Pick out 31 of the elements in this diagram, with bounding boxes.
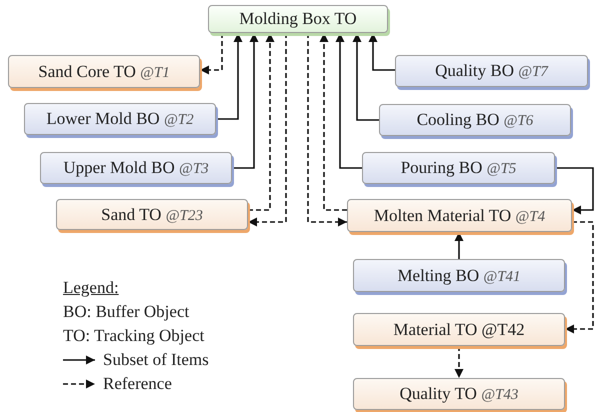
dashed-arrow bbox=[248, 33, 274, 211]
object-box: Molding Box TO bbox=[208, 5, 388, 33]
legend-heading: Legend: bbox=[63, 278, 119, 298]
object-box: Quality BO @T7 bbox=[395, 55, 588, 87]
arrow bbox=[232, 33, 258, 169]
dashed-arrow bbox=[454, 346, 464, 378]
dashed-arrow bbox=[307, 33, 347, 226]
dashed-arrow bbox=[200, 33, 223, 74]
object-box: Molten Material TO @T4 bbox=[347, 199, 572, 232]
dashed-arrow bbox=[565, 221, 594, 334]
legend-label: Reference bbox=[103, 374, 172, 394]
object-box: Melting BO @T41 bbox=[353, 259, 565, 292]
object-box: Material TO @T42 bbox=[353, 313, 565, 346]
dashed-arrow bbox=[248, 33, 287, 226]
object-box: Lower Mold BO @T2 bbox=[24, 103, 216, 135]
abbreviation-note: TO: Tracking Object bbox=[63, 326, 204, 346]
object-box: Pouring BO @T5 bbox=[362, 152, 555, 184]
object-box: Quality TO @T43 bbox=[353, 378, 565, 410]
arrow bbox=[454, 232, 464, 259]
object-box: Cooling BO @T6 bbox=[379, 104, 571, 136]
object-box: Upper Mold BO @T3 bbox=[40, 152, 232, 184]
arrow bbox=[555, 167, 594, 214]
object-box: Sand Core TO @T1 bbox=[8, 55, 200, 88]
arrow bbox=[336, 33, 362, 169]
dashed-arrow bbox=[320, 33, 347, 211]
arrow bbox=[216, 33, 242, 120]
object-box: Sand TO @T23 bbox=[56, 199, 248, 230]
arrow bbox=[352, 33, 379, 121]
abbreviation-note: BO: Buffer Object bbox=[63, 302, 190, 322]
legend-label: Subset of Items bbox=[103, 350, 209, 370]
arrow bbox=[368, 33, 395, 71]
